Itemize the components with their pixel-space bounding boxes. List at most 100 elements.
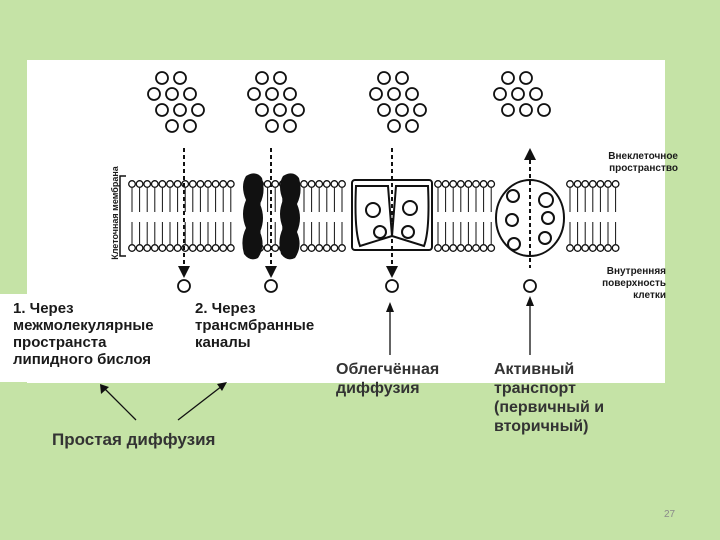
arrow-up-4 xyxy=(524,148,536,160)
lipid-head xyxy=(150,244,159,252)
lipid-head xyxy=(226,180,235,188)
molecule xyxy=(265,87,279,101)
lipid-head xyxy=(322,180,331,188)
lipid-head xyxy=(158,244,167,252)
molecule xyxy=(273,103,287,117)
lipid-head xyxy=(566,244,574,252)
membrane-bracket xyxy=(119,175,126,257)
lipid-head xyxy=(441,244,450,252)
molecule xyxy=(273,71,287,85)
lipid-head xyxy=(611,180,620,188)
lipid-head xyxy=(487,244,496,252)
mechanism-1-label: 1. Через межмолекулярные пространста лип… xyxy=(13,300,154,368)
lipid-head xyxy=(300,180,308,188)
lipid-head xyxy=(271,180,280,188)
molecule xyxy=(183,119,197,133)
lipid-head xyxy=(219,244,228,252)
lipid-head xyxy=(479,244,488,252)
lipid-head xyxy=(588,180,597,188)
lipid-head xyxy=(581,180,590,188)
lipid-head xyxy=(611,244,620,252)
lipid-head xyxy=(434,244,442,252)
mechanism-1-box xyxy=(0,294,198,382)
lipid-head xyxy=(581,244,590,252)
molecule xyxy=(265,119,279,133)
lipid-head xyxy=(271,244,280,252)
lipid-head xyxy=(135,244,144,252)
lipid-head xyxy=(188,244,197,252)
simple-diffusion-label: Простая диффузия xyxy=(52,430,216,449)
lipid-head xyxy=(173,180,182,188)
lipid-head xyxy=(472,180,480,188)
molecule xyxy=(165,119,179,133)
lipid-head xyxy=(573,180,582,188)
molecule xyxy=(173,103,187,117)
molecule xyxy=(395,103,409,117)
molecule xyxy=(155,103,169,117)
lipid-head xyxy=(150,180,159,188)
molecule xyxy=(511,87,525,101)
lipid-head xyxy=(573,244,582,252)
active-transport-label: Активный транспорт (первичный и вторичны… xyxy=(494,361,605,435)
page-number: 27 xyxy=(664,509,676,520)
lipid-head xyxy=(263,180,272,188)
lipid-head xyxy=(204,180,212,188)
lipid-head xyxy=(315,244,324,252)
lipid-head xyxy=(449,180,458,188)
pointer-head-facilitated xyxy=(386,302,394,312)
lipid-head xyxy=(300,244,308,252)
lipid-head xyxy=(307,244,316,252)
lipid-head xyxy=(487,180,496,188)
pointer-head-simple-2 xyxy=(217,382,227,391)
arrow-down-1 xyxy=(178,266,190,278)
lipid-head xyxy=(204,244,212,252)
inside-label: Внутренняя поверхность клетки xyxy=(602,266,666,301)
molecule xyxy=(405,87,419,101)
lipid-head xyxy=(307,180,316,188)
lipid-head xyxy=(128,180,136,188)
molecule xyxy=(165,87,179,101)
pointer-head-active xyxy=(526,296,534,306)
lipid-head xyxy=(166,180,174,188)
molecule xyxy=(155,71,169,85)
outside-label: Внеклеточное пространство xyxy=(608,151,678,174)
molecule xyxy=(493,87,507,101)
molecule xyxy=(405,119,419,133)
molecule xyxy=(537,103,551,117)
lipid-head xyxy=(604,180,612,188)
lipid-head xyxy=(566,180,574,188)
molecule xyxy=(247,87,261,101)
molecule xyxy=(377,71,391,85)
lipid-head xyxy=(166,244,174,252)
lipid-head xyxy=(604,244,612,252)
lipid-head xyxy=(434,180,442,188)
lipid-head xyxy=(226,244,235,252)
lipid-head xyxy=(143,244,152,252)
lipid-head xyxy=(211,180,220,188)
lipid-head xyxy=(263,244,272,252)
lipid-head xyxy=(196,180,205,188)
molecule xyxy=(519,71,533,85)
molecule-clusters xyxy=(147,71,551,133)
lipid-head xyxy=(330,180,339,188)
mechanism-2-label: 2. Через трансмбранные каналы xyxy=(195,300,315,351)
lipid-head xyxy=(596,244,605,252)
transport-arrows xyxy=(183,148,531,268)
lipid-head xyxy=(158,180,167,188)
lipid-head xyxy=(338,244,346,252)
lipid-head xyxy=(596,180,605,188)
lipid-head xyxy=(128,244,136,252)
molecule xyxy=(183,87,197,101)
lipid-head xyxy=(196,244,205,252)
molecule xyxy=(377,103,391,117)
molecule xyxy=(413,103,427,117)
molecule xyxy=(519,103,533,117)
molecule xyxy=(501,71,515,85)
lipid-head xyxy=(219,180,228,188)
lipid-head xyxy=(322,244,331,252)
lipid-head xyxy=(456,244,465,252)
lipid-head xyxy=(464,244,473,252)
lipid-head xyxy=(173,244,182,252)
lipid-head xyxy=(211,244,220,252)
